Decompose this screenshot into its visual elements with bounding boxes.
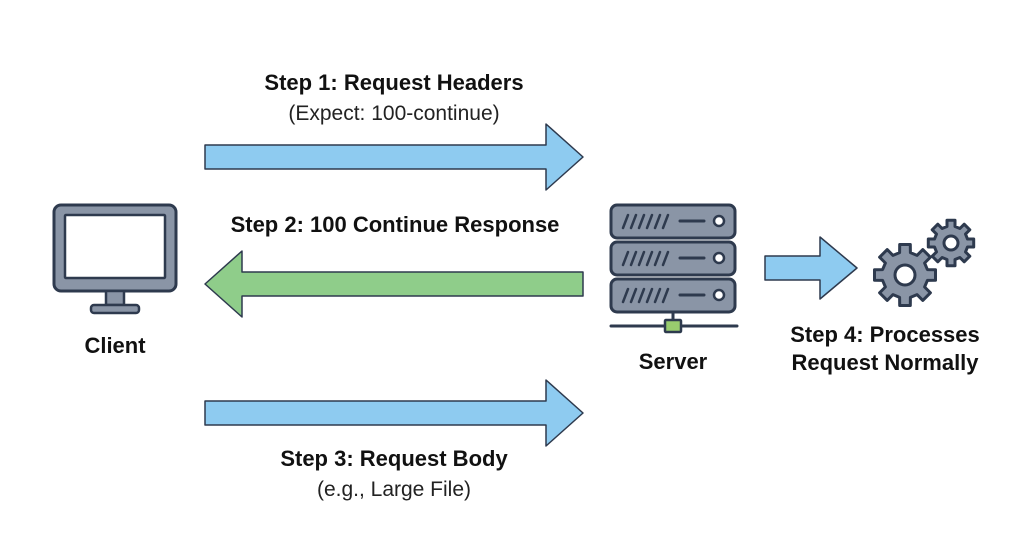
client-label: Client bbox=[84, 333, 146, 358]
step4-title-line1: Step 4: Processes bbox=[790, 322, 980, 347]
gear-large-hole bbox=[893, 263, 917, 287]
gears-icon bbox=[873, 218, 976, 307]
server-label: Server bbox=[638, 349, 708, 374]
step1-request-headers-arrow bbox=[204, 123, 584, 191]
gear-small-hole bbox=[942, 234, 960, 252]
step4-title-line2: Request Normally bbox=[791, 350, 979, 375]
step2-title: Step 2: 100 Continue Response bbox=[230, 212, 560, 237]
step3-request-body-arrow bbox=[204, 379, 584, 447]
step2-continue-response-arrow bbox=[204, 250, 584, 318]
step1-detail: (Expect: 100-continue) bbox=[288, 102, 500, 125]
step3-detail: (e.g., Large File) bbox=[316, 478, 472, 501]
step4-process-arrow bbox=[764, 236, 858, 300]
step3-title: Step 3: Request Body bbox=[280, 446, 508, 471]
monitor-icon bbox=[52, 203, 178, 315]
step1-title: Step 1: Request Headers bbox=[264, 70, 524, 95]
server-rack-icon bbox=[609, 203, 739, 334]
